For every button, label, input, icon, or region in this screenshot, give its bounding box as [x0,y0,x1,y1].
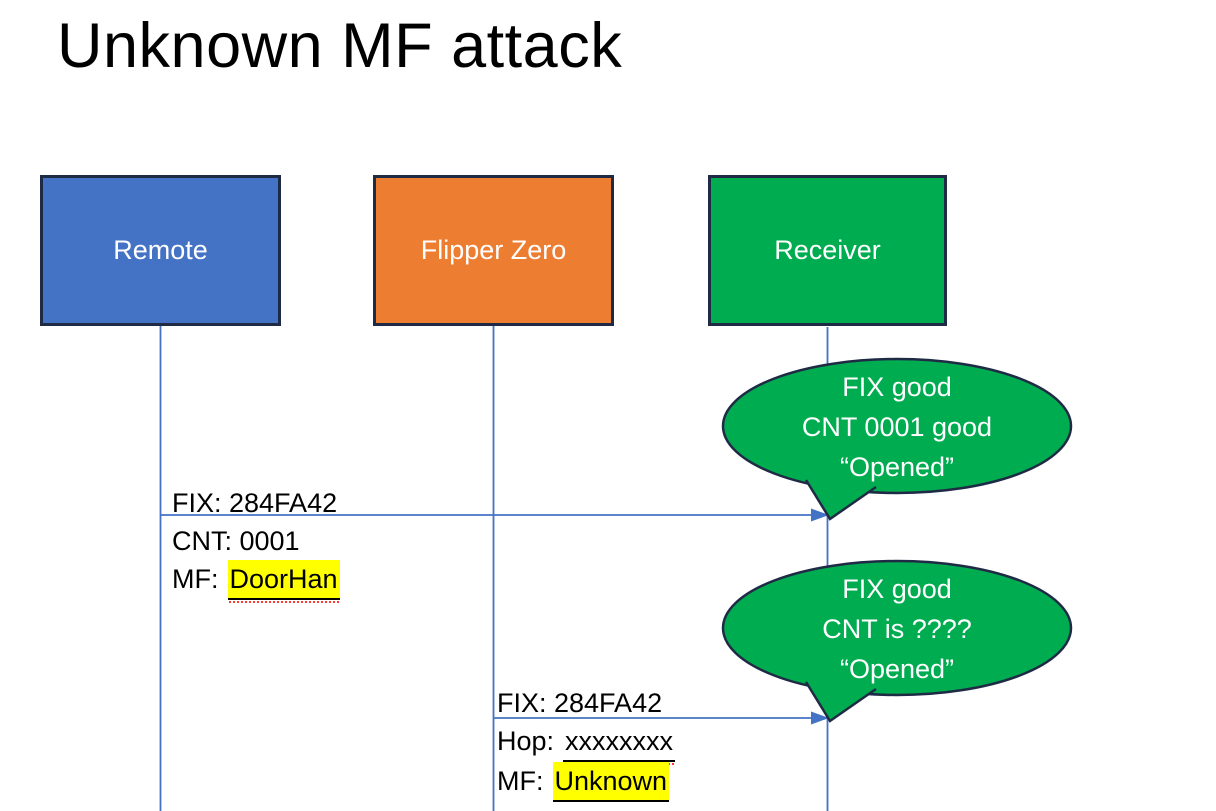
actor-label-flipper-zero: Flipper Zero [420,235,567,265]
message-2-hop-prefix: Hop: [497,726,555,756]
arrowhead-icon [811,711,829,725]
callout-2-line-2: CNT is ???? [822,614,972,644]
message-1-labels: FIX: 284FA42 CNT: 0001 MF: DoorHan [172,484,340,603]
message-2-line-hop: Hop: xxxxxxxx [497,722,676,765]
message-arrow-2 [493,711,829,725]
callout-1-line-2: CNT 0001 good [801,412,993,442]
message-1-line-fix: FIX: 284FA42 [172,488,338,518]
message-arrow-1 [160,508,829,522]
message-2-hop-value: xxxxxxxx [563,722,676,765]
message-2-mf-value: Unknown [552,762,670,802]
arrowhead-icon [811,508,829,522]
callout-2-text: FIX good CNT is ???? “Opened” [727,569,1067,689]
spellcheck-squiggle [228,601,339,603]
callout-1-line-1: FIX good [842,372,952,402]
callout-bubble-1 [721,357,1073,521]
callout-2-line-1: FIX good [842,574,952,604]
message-2-labels: FIX: 284FA42 Hop: xxxxxxxx MF: Unknown [497,684,676,802]
message-2-mf-prefix: MF: [497,766,544,796]
page-title: Unknown MF attack [57,11,623,81]
message-2-hop-value-text: xxxxxxxx [565,726,674,756]
message-1-mf-value: DoorHan [227,560,340,603]
actor-box-remote: Remote [40,175,281,326]
callout-1-line-3: “Opened” [839,452,955,482]
actor-box-flipper-zero: Flipper Zero [373,175,614,326]
callout-2-line-3: “Opened” [839,654,955,684]
message-1-mf-prefix: MF: [172,564,219,594]
message-2-line-fix: FIX: 284FA42 [497,688,663,718]
message-1-line-mf: MF: DoorHan [172,560,340,603]
message-1-mf-value-text: DoorHan [229,564,338,594]
message-2-mf-value-text: Unknown [554,766,668,796]
callout-1-text: FIX good CNT 0001 good “Opened” [727,367,1067,487]
message-1-line-cnt: CNT: 0001 [172,526,300,556]
message-2-line-mf: MF: Unknown [497,762,675,802]
actor-label-remote: Remote [113,235,208,265]
actor-box-receiver: Receiver [708,175,947,326]
actor-label-receiver: Receiver [774,235,881,265]
callout-bubble-2 [721,559,1073,723]
